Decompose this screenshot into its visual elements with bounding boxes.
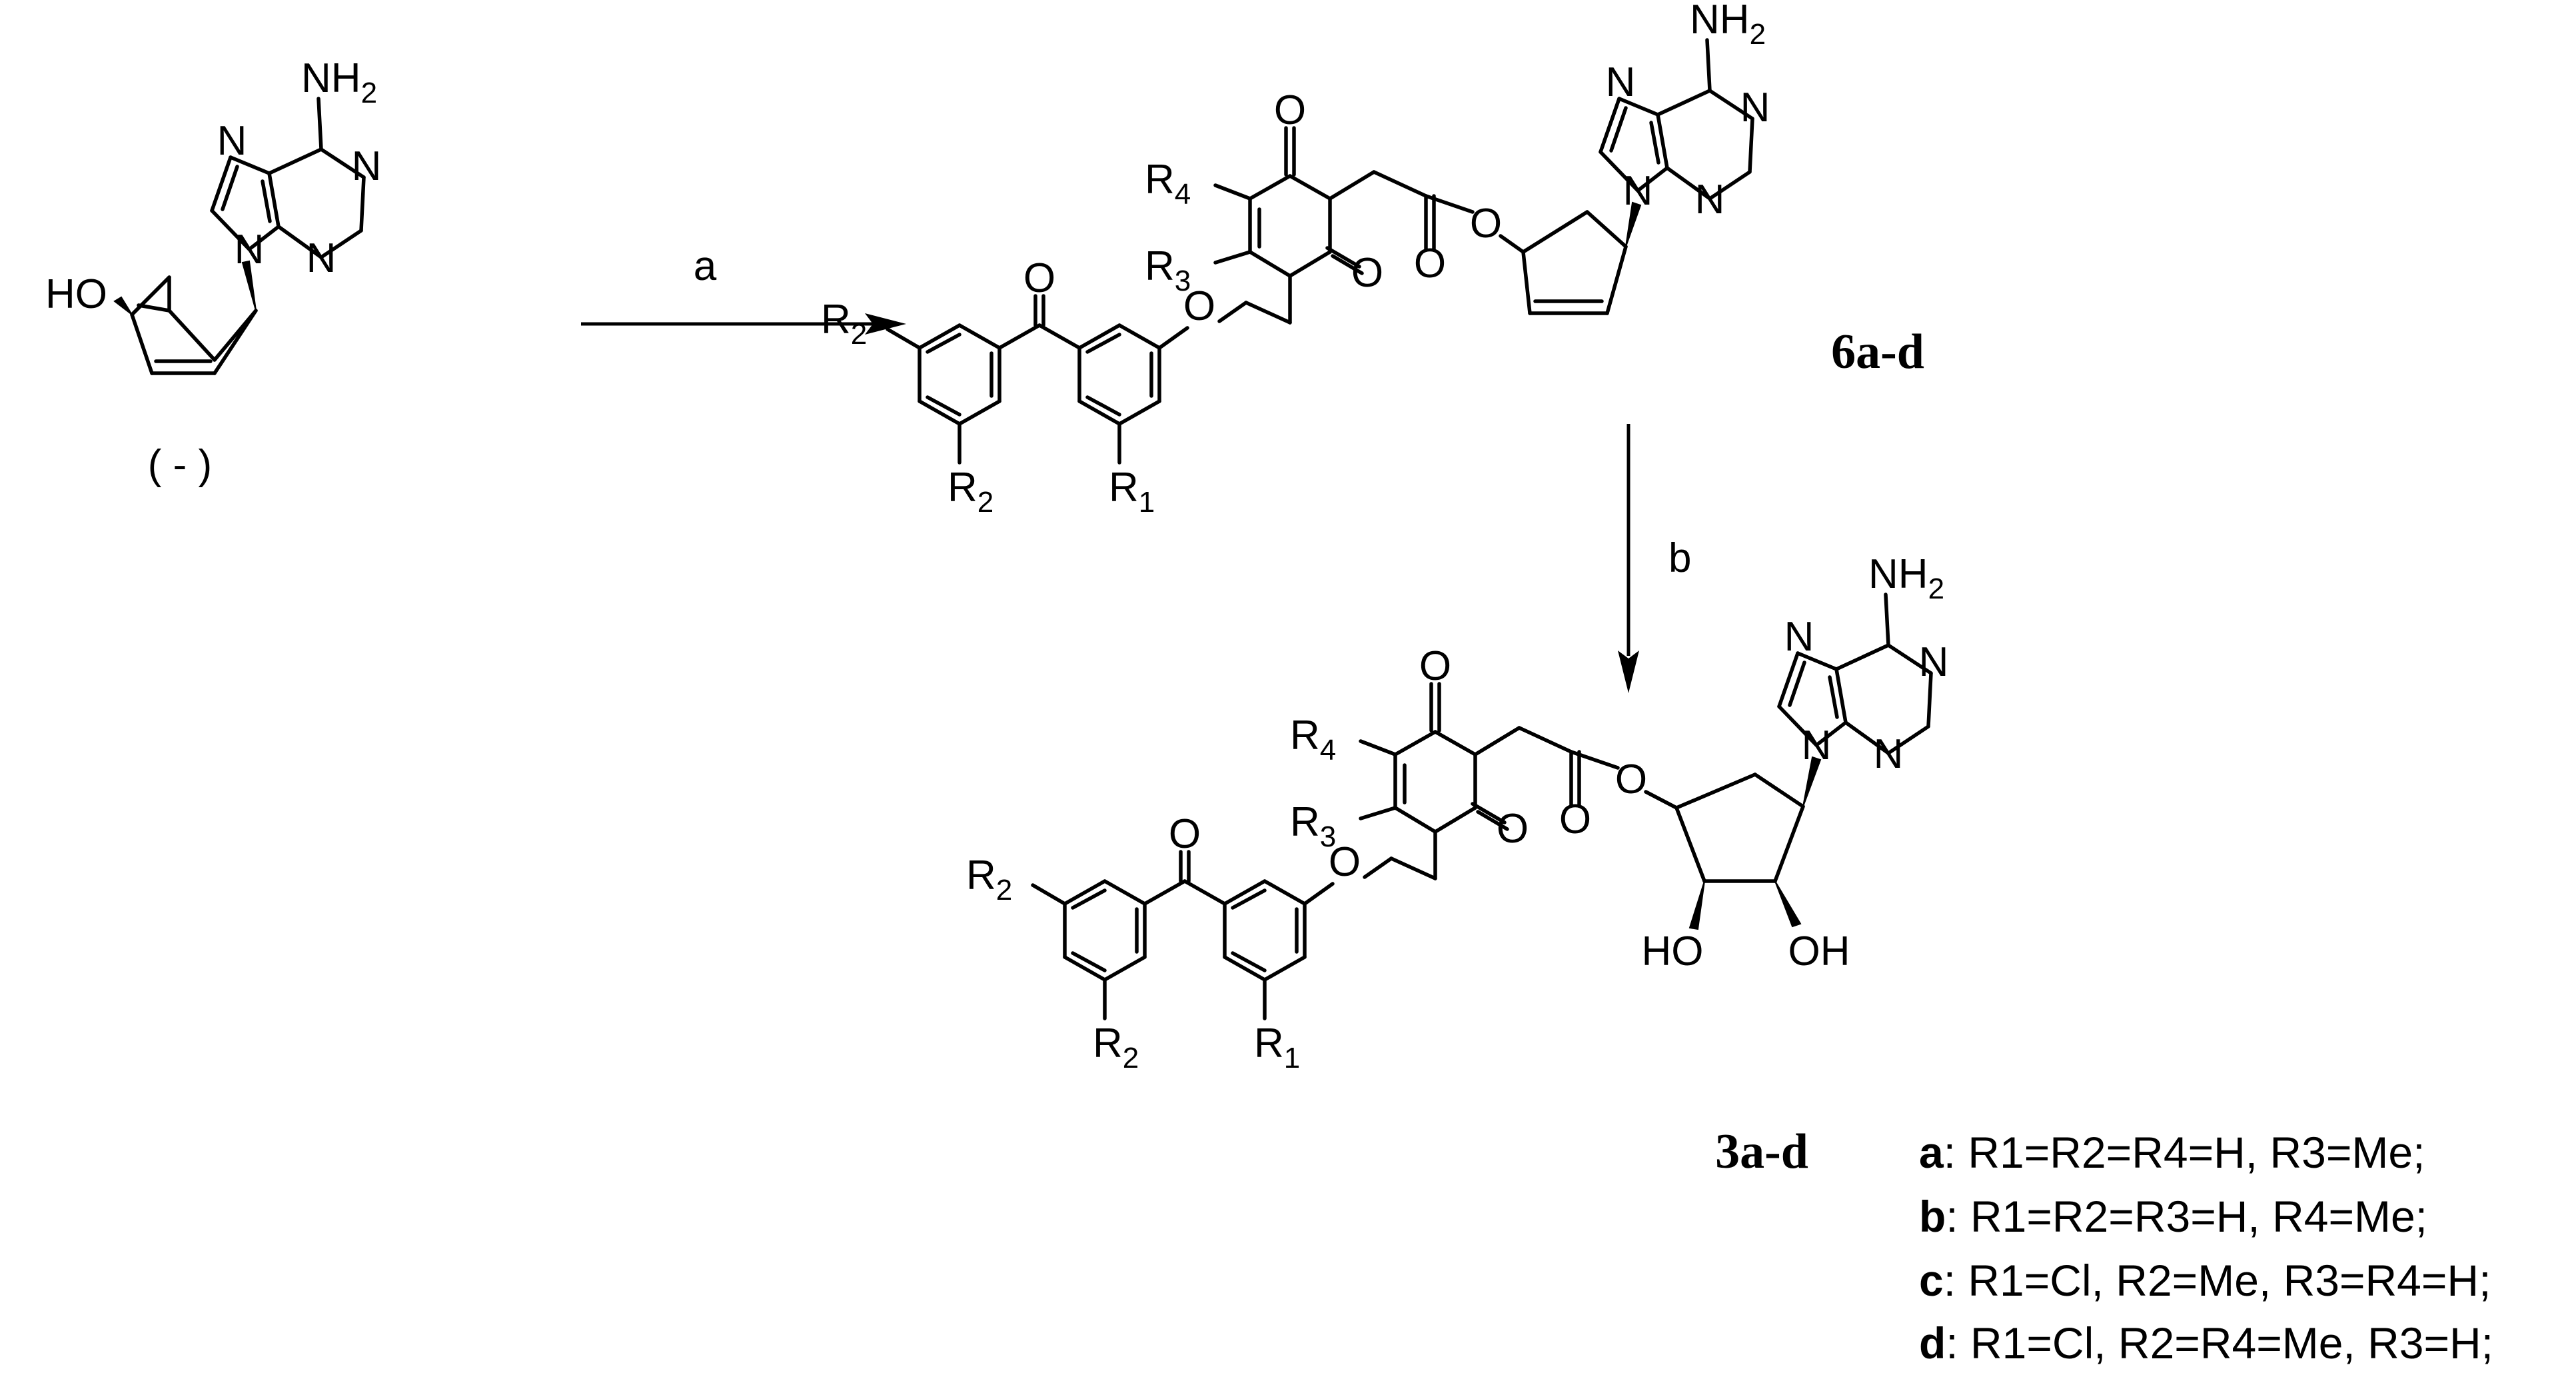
- legend-line-d: d: R1=Cl, R2=R4=Me, R3=H;: [1919, 1318, 2493, 1368]
- reagent-step-b: b: [1668, 535, 1691, 581]
- svg-text:OH: OH: [1788, 928, 1850, 974]
- svg-text:HO: HO: [1642, 928, 1704, 974]
- svg-text:HO: HO: [45, 271, 107, 317]
- starting-material-structure: HO: [45, 55, 381, 375]
- product-label: 3a-d: [1715, 1124, 1808, 1179]
- intermediate-label: 6a-d: [1831, 325, 1924, 379]
- substituent-legend: a: R1=R2=R4=H, R3=Me; b: R1=R2=R3=H, R4=…: [1919, 1128, 2493, 1368]
- reaction-arrow-b: [1618, 424, 1639, 693]
- legend-line-c: c: R1=Cl, R2=Me, R3=R4=H;: [1919, 1256, 2491, 1305]
- reagent-step-a: a: [694, 243, 717, 289]
- product-structure: HO OH: [966, 551, 1948, 1074]
- starting-material-label: ( - ): [148, 442, 212, 488]
- intermediate-structure: [821, 0, 1770, 519]
- legend-line-a: a: R1=R2=R4=H, R3=Me;: [1919, 1128, 2425, 1177]
- legend-line-b: b: R1=R2=R3=H, R4=Me;: [1919, 1192, 2427, 1241]
